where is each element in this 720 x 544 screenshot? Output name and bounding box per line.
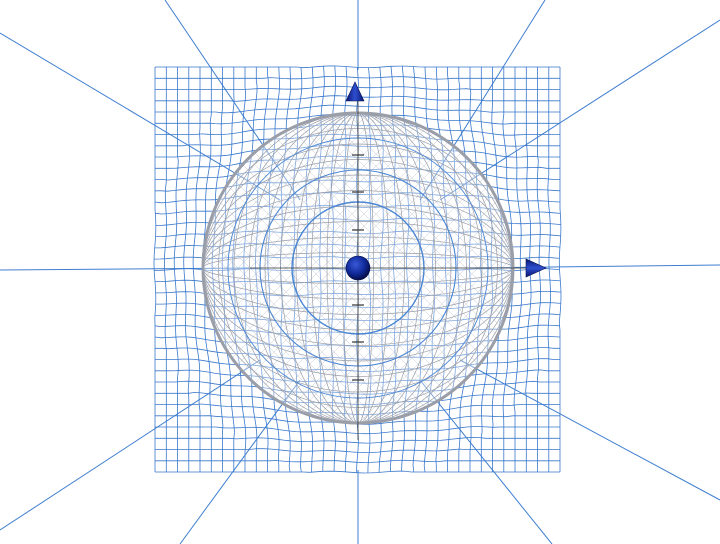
deform-grid-plane [153, 65, 562, 474]
grid-line [163, 67, 168, 472]
projection-line [0, 32, 281, 201]
grid-line [513, 67, 522, 472]
projection-line [179, 379, 301, 544]
arrow-right-icon[interactable] [525, 258, 547, 278]
grid-line [155, 179, 561, 192]
tri-line [353, 112, 514, 424]
grid-line [155, 403, 560, 416]
tri-line [202, 112, 351, 424]
grid-line [154, 335, 561, 348]
grid-line [155, 85, 560, 91]
tri-line [202, 112, 363, 424]
grid-line [154, 192, 561, 204]
grid-line [155, 459, 560, 463]
grid-line [155, 448, 560, 454]
grid-line [155, 123, 560, 136]
tri-line [353, 112, 514, 424]
tri-line [202, 112, 375, 424]
arrow-up-icon[interactable] [345, 81, 365, 102]
tri-line [365, 112, 514, 424]
grid-line [153, 67, 157, 472]
tri-line [202, 112, 363, 424]
grid-line [155, 347, 560, 360]
grid-line [558, 67, 562, 472]
grid-line [155, 470, 560, 474]
grid-line [155, 167, 560, 181]
grid-line [155, 65, 560, 69]
tri-line [202, 112, 387, 424]
projection-line [0, 359, 261, 531]
tri-line [202, 112, 399, 424]
grid-line [155, 104, 560, 114]
grid-line [155, 76, 560, 80]
grid-line [155, 391, 560, 406]
tri-line [365, 112, 514, 424]
transform-gizmo[interactable] [345, 81, 547, 281]
grid-line [183, 67, 190, 472]
tri-line [202, 112, 351, 424]
center-handle-icon[interactable] [345, 255, 371, 281]
grid-line [547, 67, 551, 472]
projection-line [164, 0, 301, 201]
grid-line [155, 313, 561, 322]
grid-line [155, 114, 560, 125]
grid-line [155, 436, 560, 444]
projection-line [419, 379, 553, 544]
projection-line [459, 359, 720, 501]
projection-line [0, 267, 251, 271]
